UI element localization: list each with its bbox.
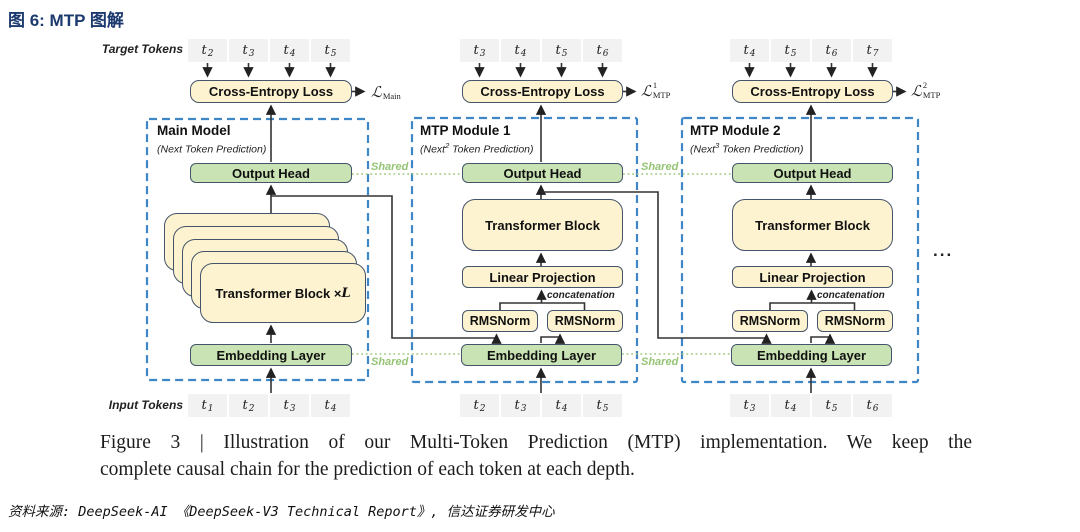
output-head-box: Output Head (732, 163, 893, 183)
rmsnorm-right-box: RMSNorm (817, 310, 893, 332)
caption-line-2: complete causal chain for the prediction… (100, 459, 635, 480)
module-title: Main Model (157, 123, 231, 138)
module-subtitle: (Next3 Token Prediction) (690, 141, 804, 156)
concatenation-label: concatenation (817, 290, 885, 301)
linear-projection-box: Linear Projection (462, 266, 623, 288)
cross-entropy-loss-box: Cross-Entropy Loss (462, 80, 623, 103)
shared-label: Shared (641, 356, 679, 368)
module-subtitle: (Next2 Token Prediction) (420, 141, 534, 156)
embedding-layer-box: Embedding Layer (190, 344, 352, 366)
rmsnorm-left-box: RMSNorm (732, 310, 808, 332)
ellipsis: ... (933, 241, 954, 260)
shared-label: Shared (371, 356, 409, 368)
transformer-block-xl-box: Transformer Block × L (200, 263, 366, 323)
module-title: MTP Module 1 (420, 123, 511, 138)
transformer-block-box: Transformer Block (462, 199, 623, 251)
linear-projection-box: Linear Projection (732, 266, 893, 288)
source-note: 资料来源: DeepSeek-AI 《DeepSeek-V3 Technical… (8, 504, 555, 520)
transformer-block-box: Transformer Block (732, 199, 893, 251)
embedding-layer-box: Embedding Layer (731, 344, 892, 366)
output-head-box: Output Head (190, 163, 352, 183)
cross-entropy-loss-box: Cross-Entropy Loss (732, 80, 893, 103)
shared-label: Shared (641, 161, 679, 173)
rmsnorm-left-box: RMSNorm (462, 310, 538, 332)
module-subtitle: (Next Token Prediction) (157, 143, 267, 156)
input-tokens-label: Input Tokens (108, 398, 183, 412)
module-title: MTP Module 2 (690, 123, 781, 138)
output-head-box: Output Head (462, 163, 623, 183)
rmsnorm-right-box: RMSNorm (547, 310, 623, 332)
shared-label: Shared (371, 161, 409, 173)
loss-label-main: ℒ Main (371, 83, 401, 101)
concatenation-label: concatenation (547, 290, 615, 301)
target-tokens-label: Target Tokens (101, 42, 183, 56)
embedding-layer-box: Embedding Layer (461, 344, 622, 366)
caption-line-1: Figure 3 | Illustration of our Multi-Tok… (100, 432, 972, 453)
cross-entropy-loss-box: Cross-Entropy Loss (190, 80, 352, 103)
figure-title: 图 6: MTP 图解 (8, 11, 124, 30)
